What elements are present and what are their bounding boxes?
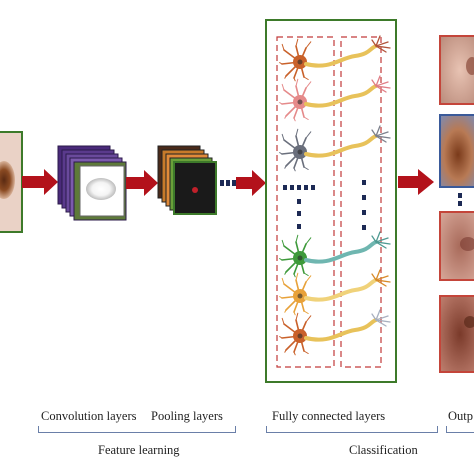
output-label: Outp	[448, 409, 473, 423]
neuron-6	[279, 309, 391, 356]
input-image	[0, 131, 23, 233]
neuron-1	[279, 35, 391, 82]
neuron-2	[279, 75, 391, 122]
classification-label: Classification	[349, 443, 418, 457]
arrow-input-to-conv	[22, 169, 58, 195]
feature-learning-brace	[38, 426, 236, 433]
fully-connected-layers-label: Fully connected layers	[272, 409, 386, 423]
fully-connected-frame	[265, 19, 397, 383]
arrow-conv-to-pool	[126, 170, 158, 196]
ellipsis-dots	[220, 180, 236, 186]
convolution-layers-label: Convolution layers	[41, 409, 137, 423]
output-neuron-column	[340, 36, 382, 368]
pooling-feature-maps	[157, 145, 217, 215]
input-neuron-column	[276, 36, 335, 368]
feature-learning-label: Feature learning	[98, 443, 180, 457]
neuron-4	[279, 231, 391, 278]
convolution-feature-maps	[57, 145, 127, 221]
output-brace	[446, 426, 474, 433]
neuron-5	[279, 269, 391, 316]
arrow-pool-to-fc	[236, 170, 266, 196]
arrow-fc-to-output	[398, 169, 434, 195]
output-ellipsis-dots	[458, 193, 462, 206]
neuron-3	[279, 125, 391, 172]
pooling-layers-label: Pooling layers	[151, 409, 223, 423]
fc-ellipsis-dots	[283, 180, 366, 230]
output-images	[439, 35, 474, 373]
neuron-layer	[279, 35, 391, 356]
classification-brace	[266, 426, 438, 433]
